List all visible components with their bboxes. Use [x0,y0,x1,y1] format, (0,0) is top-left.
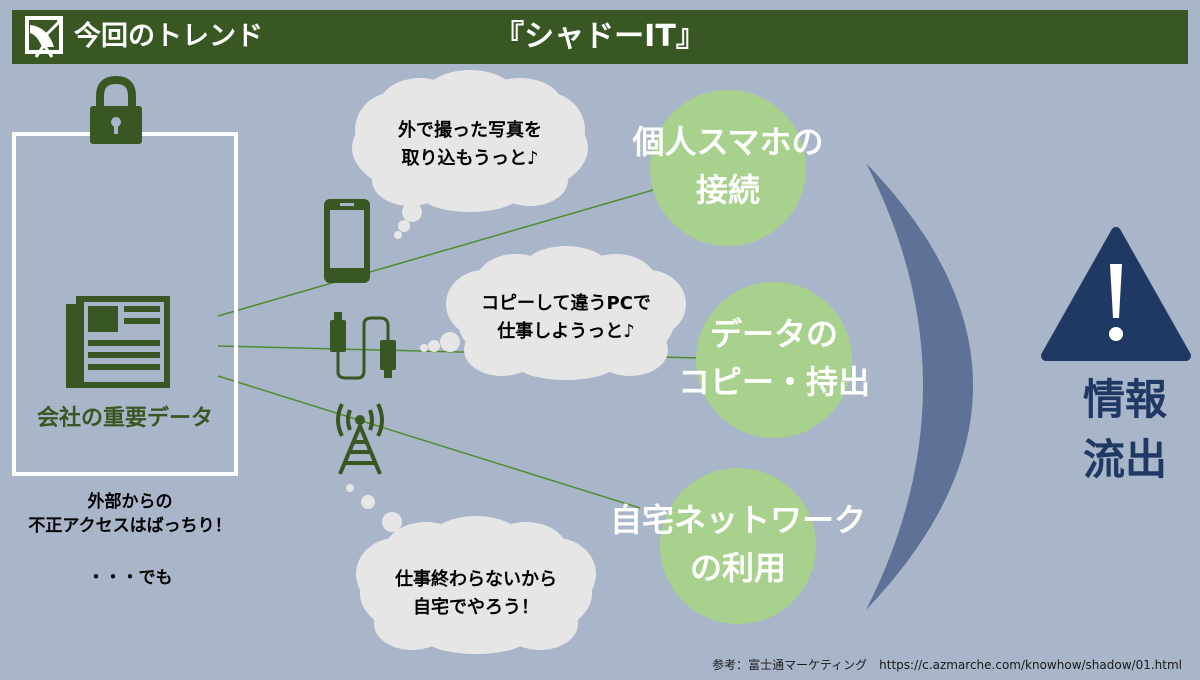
bubble-copy-line1: コピーして違うPCで [481,293,651,314]
usb-cable-icon [330,312,396,380]
circle-data-copy-line2: コピー・持出 [677,363,870,401]
bubble-photo-line1: 外で撮った写真を [398,120,542,141]
thought-bubble-copy [420,246,686,380]
data-label: 会社の重要データ [36,406,213,431]
bubble-photo-line2: 取り込もうっと♪ [401,148,539,169]
section-label: 今回のトレンド [74,21,263,52]
circle-data-copy [696,282,852,438]
lock-icon [90,76,142,144]
smartphone-icon [324,199,370,283]
antenna-tower-icon [336,403,384,475]
circle-home-network-line2: の利用 [689,549,786,587]
leak-line2: 流出 [1082,435,1167,484]
thought-bubble-home [346,484,596,654]
circle-smartphone-line2: 接続 [695,171,760,209]
bubble-home-line1: 仕事終わらないから [395,569,557,590]
circle-smartphone-line1: 個人スマホの [632,123,824,161]
note-line1: 外部からの [87,492,173,512]
source-citation: 参考：富士通マーケティング https://c.azmarche.com/kno… [712,658,1182,672]
crescent-shield [866,163,973,610]
header-bar: 今回のトレンド 『シャドーIT』 [12,10,1188,64]
circle-home-network-line1: 自宅ネットワーク [609,501,866,539]
satellite-dish-icon [25,16,63,58]
bubble-copy-line2: 仕事しようっと♪ [497,321,635,342]
warning-icon [1041,227,1191,361]
page-title: 『シャドーIT』 [494,19,706,54]
circle-home-network [660,468,816,624]
note-line3: ・・・でも [87,568,173,588]
thought-bubble-photo [352,70,588,239]
circle-smartphone [650,90,806,246]
leak-line1: 情報 [1082,375,1167,424]
newspaper-icon [66,296,170,388]
connector-smartphone [217,187,661,317]
circle-data-copy-line1: データの [709,315,838,353]
connector-home-network [217,375,641,509]
note-line2: 不正アクセスはばっちり！ [28,516,232,536]
bubble-home-line2: 自宅でやろう！ [413,597,539,618]
